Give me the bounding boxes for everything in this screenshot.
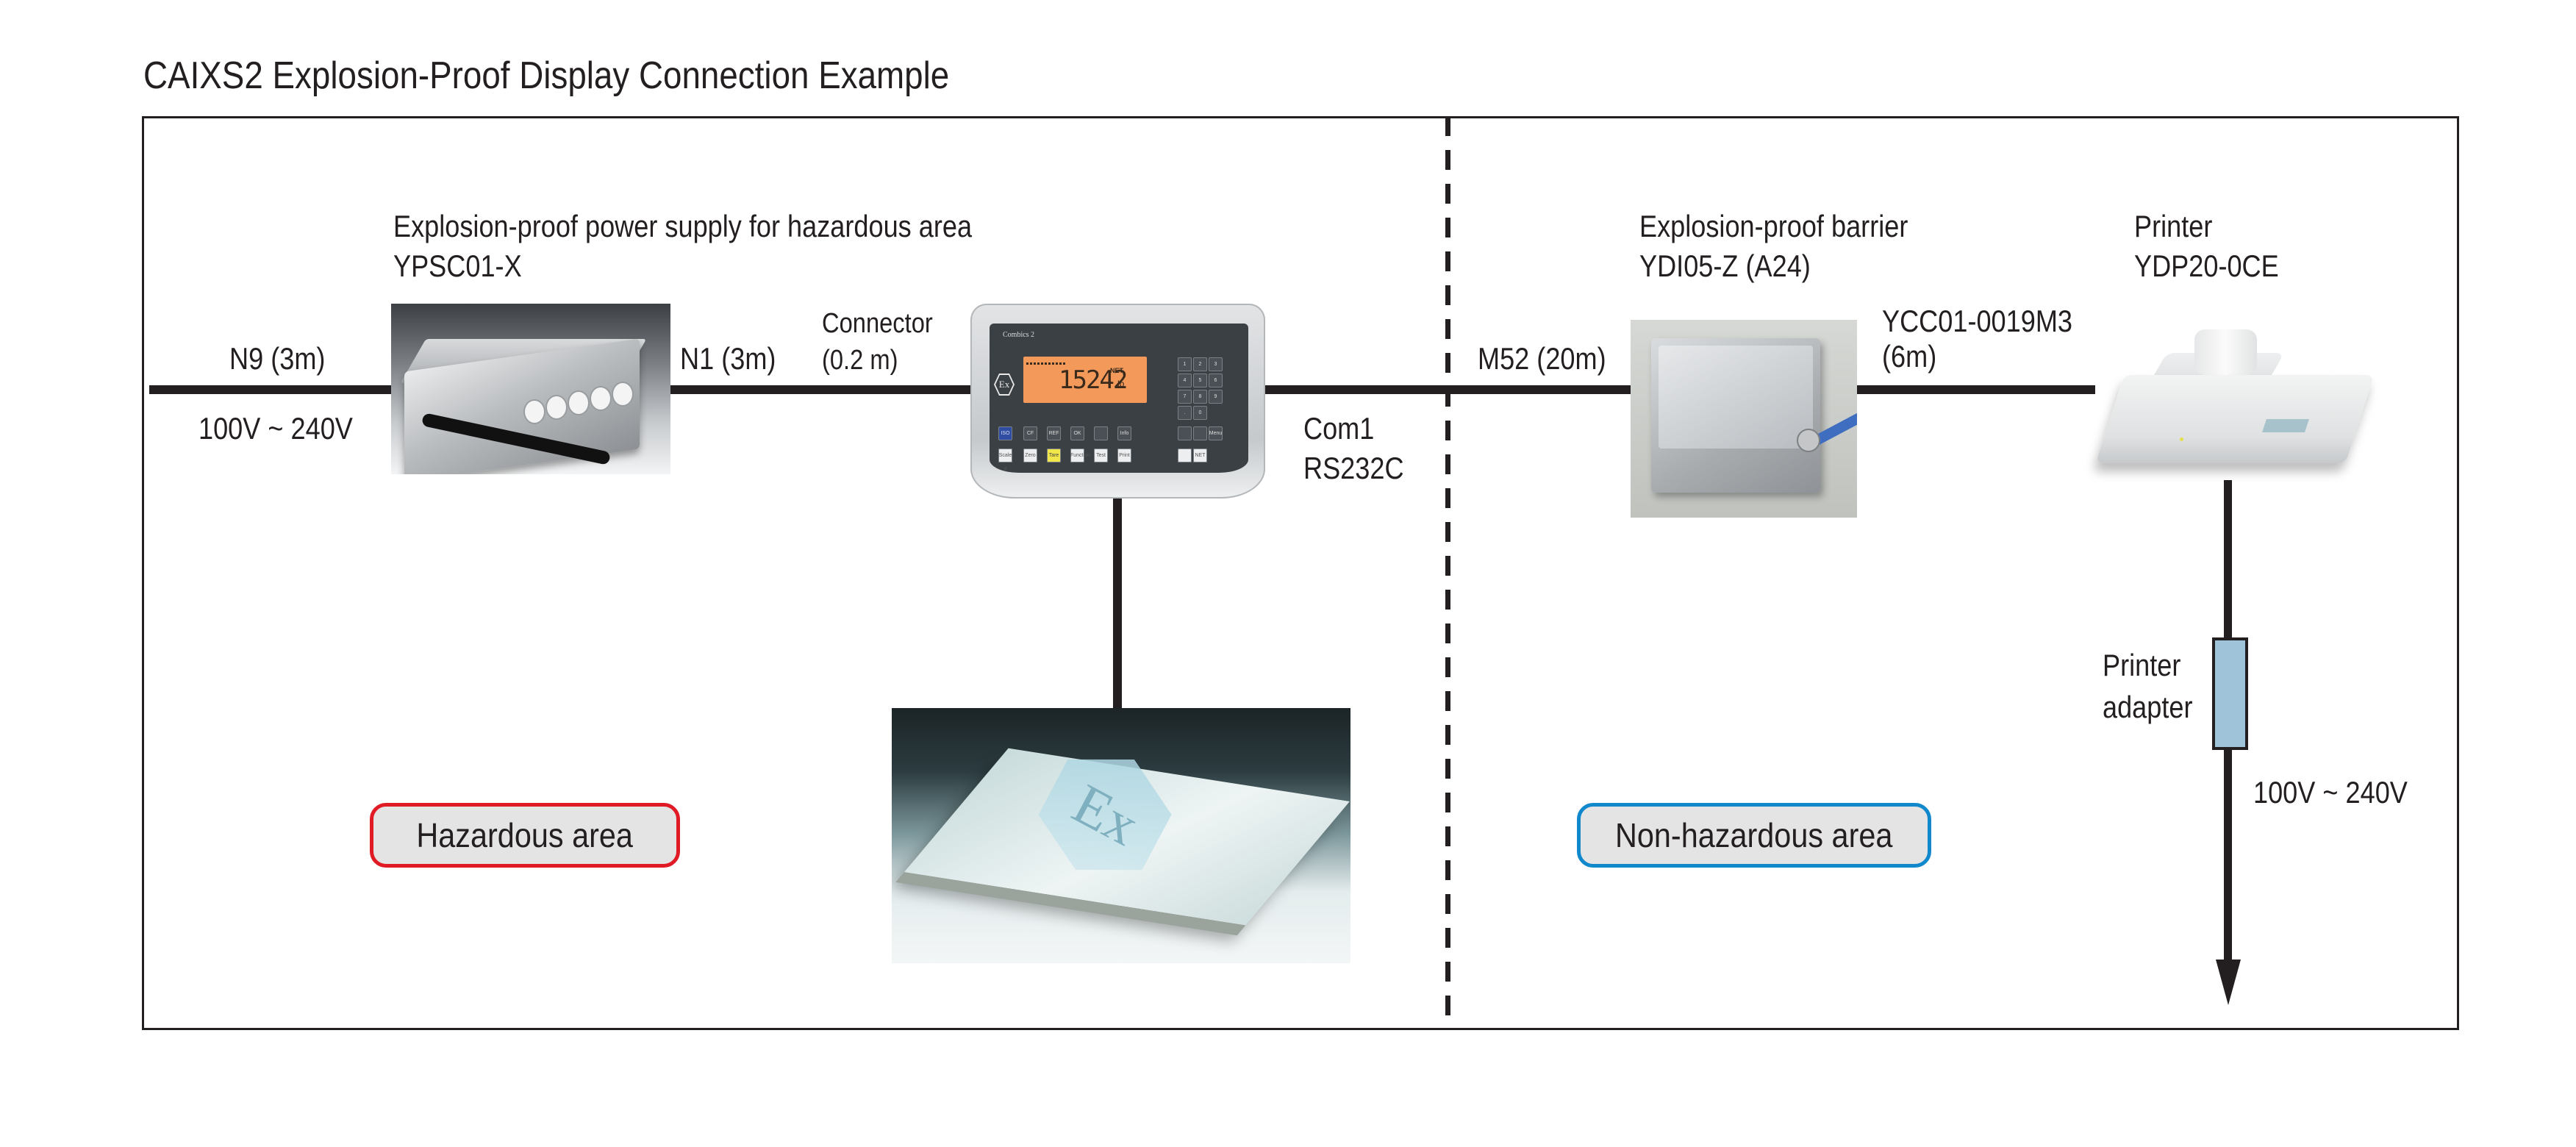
- lcd-reading: 15242: [1059, 365, 1128, 395]
- zero-key[interactable]: Zero: [1023, 449, 1037, 462]
- numpad-key[interactable]: .: [1178, 406, 1192, 420]
- barrier-lid: [1659, 346, 1813, 449]
- platform-scale-image: Ex: [892, 708, 1350, 963]
- cf-key[interactable]: CF: [1023, 426, 1037, 440]
- cable-gland-icon: [1797, 429, 1820, 452]
- iso-key[interactable]: ISO: [998, 426, 1012, 440]
- ref-key[interactable]: REF: [1047, 426, 1061, 440]
- label-n9: N9 (3m): [229, 341, 326, 376]
- ex-badge-icon: Ex: [994, 374, 1015, 396]
- numpad-key[interactable]: 8: [1193, 390, 1207, 404]
- power-key[interactable]: [1193, 426, 1207, 440]
- cable-m52: [1265, 385, 1631, 394]
- cable-gland-icon: [612, 382, 634, 407]
- cable-gland-icon: [568, 390, 590, 415]
- indicator-lcd: 15242 NET lb: [1023, 357, 1147, 403]
- printer-adapter-label-1: Printer: [2103, 648, 2181, 682]
- tare-key[interactable]: Tare: [1047, 449, 1061, 462]
- scale-key[interactable]: Scale #: [998, 449, 1012, 472]
- label-com1: Com1: [1303, 411, 1375, 446]
- label-mains-right: 100V ~ 240V: [2253, 775, 2408, 810]
- power-supply-name: Explosion-proof power supply for hazardo…: [393, 209, 973, 243]
- diagram-frame: [142, 116, 2459, 1030]
- numpad-key[interactable]: 2: [1193, 357, 1207, 371]
- power-supply-image: [391, 304, 670, 474]
- settings-key[interactable]: [1178, 426, 1192, 440]
- numpad-key[interactable]: 3: [1209, 357, 1223, 371]
- indicator-panel: Combics 2 Ex 15242 NET lb 1 2 3 4 5 6 7 …: [990, 324, 1248, 473]
- net-key[interactable]: NET: [1193, 449, 1207, 462]
- barrier-model: YDI05-Z (A24): [1639, 249, 1811, 283]
- printer-image: [2095, 324, 2375, 485]
- label-rs232c: RS232C: [1303, 451, 1404, 485]
- cable-printer-adapter: [2224, 480, 2232, 638]
- numpad-key[interactable]: 9: [1209, 390, 1223, 404]
- menu-key[interactable]: Menu: [1209, 426, 1223, 440]
- cable-gland-icon: [590, 386, 612, 411]
- zone-divider-dashed-line: [1445, 116, 1450, 1030]
- print-key[interactable]: Print: [1117, 449, 1131, 462]
- info-key[interactable]: Info: [1117, 426, 1131, 440]
- numpad-key[interactable]: 7: [1178, 390, 1192, 404]
- label-mains-left: 100V ~ 240V: [198, 411, 353, 446]
- label-n1: N1 (3m): [680, 341, 776, 376]
- printer-adapter: [2212, 637, 2248, 750]
- barrier-image: [1631, 320, 1857, 518]
- arrow-down-icon: [2216, 960, 2241, 1005]
- numpad-key[interactable]: 0: [1193, 406, 1207, 420]
- function-key[interactable]: Function: [1070, 449, 1090, 462]
- lcd-net-indicator: NET: [1110, 367, 1123, 374]
- printer-adapter-label-2: adapter: [2103, 690, 2193, 724]
- hazardous-area-label: Hazardous area: [370, 803, 680, 868]
- label-connector: Connector: [822, 308, 933, 339]
- test-key[interactable]: Test: [1094, 449, 1108, 462]
- indicator-device: Combics 2 Ex 15242 NET lb 1 2 3 4 5 6 7 …: [970, 304, 1265, 499]
- memory-key[interactable]: [1178, 449, 1192, 462]
- toggle-key[interactable]: [1094, 426, 1108, 440]
- non-hazardous-area-label: Non-hazardous area: [1577, 803, 1931, 868]
- barrier-name: Explosion-proof barrier: [1639, 209, 1908, 243]
- paper-roll-icon: [2194, 329, 2257, 375]
- cable-platform: [1113, 499, 1122, 709]
- cable-n9: [149, 385, 392, 394]
- cable-ycc01: [1857, 385, 2095, 394]
- printer-lcd: [2262, 419, 2309, 432]
- printer-base: [2095, 375, 2375, 463]
- label-ycc01: YCC01-0019M3: [1882, 304, 2073, 338]
- lcd-unit: lb: [1117, 379, 1125, 389]
- cable-printer-mains: [2224, 744, 2232, 961]
- numpad-key[interactable]: 5: [1193, 374, 1207, 387]
- printer-led-icon: [2180, 437, 2183, 441]
- cable-gland-icon: [545, 395, 568, 420]
- ok-key[interactable]: OK: [1070, 426, 1084, 440]
- label-ycc01-length: (6m): [1882, 339, 1937, 374]
- lcd-bargraph: [1026, 362, 1067, 365]
- power-supply-model: YPSC01-X: [393, 249, 522, 283]
- numpad-key[interactable]: 1: [1178, 357, 1192, 371]
- numpad-key[interactable]: 6: [1209, 374, 1223, 387]
- numpad-key[interactable]: 4: [1178, 374, 1192, 387]
- barrier-housing: [1651, 338, 1820, 493]
- cable-n1: [670, 385, 970, 394]
- cable-gland-icon: [523, 399, 545, 424]
- printer-model: YDP20-0CE: [2134, 249, 2279, 283]
- label-m52: M52 (20m): [1478, 341, 1606, 376]
- printer-name: Printer: [2134, 209, 2213, 243]
- label-connector-length: (0.2 m): [822, 345, 898, 376]
- diagram-title: CAIXS2 Explosion-Proof Display Connectio…: [143, 54, 950, 97]
- indicator-brand: Combics 2: [1003, 331, 1035, 339]
